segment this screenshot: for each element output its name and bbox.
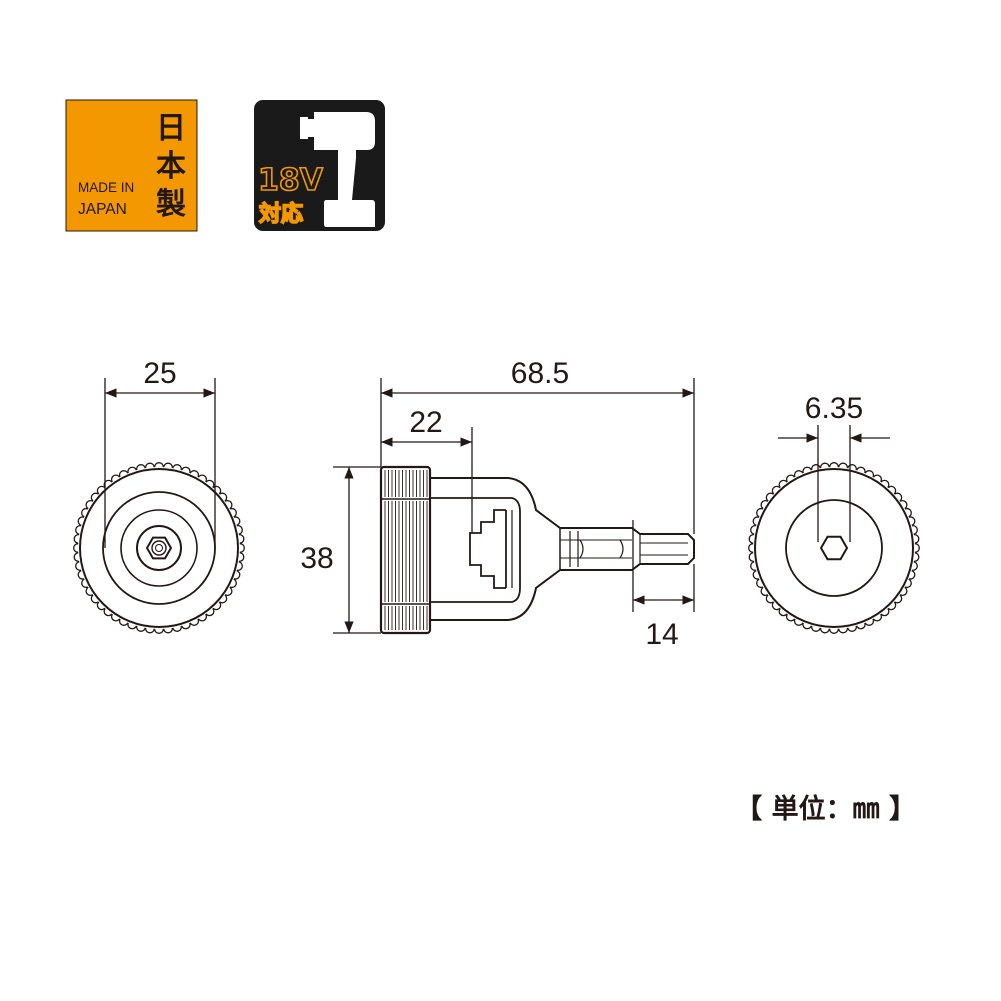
dimension-label-14: 14 (645, 618, 678, 651)
dimension-label-25: 25 (143, 357, 176, 390)
made-in-japan-badge: 日 本 製 MADE IN JAPAN (65, 99, 198, 232)
dimension-overall-length: 68.5 (380, 357, 695, 534)
dimension-label-6-35: 6.35 (805, 392, 863, 425)
front-view (73, 462, 245, 634)
unit-label: 【 単位：㎜ 】 (735, 793, 916, 825)
dimension-label-38: 38 (300, 542, 333, 575)
voltage-badge: 18V 対応 (254, 100, 385, 231)
dimension-label-22: 22 (409, 406, 442, 439)
dimension-front-width: 25 (104, 357, 216, 548)
dimension-chuck-length: 22 (381, 406, 473, 533)
badge-kanji-3: 製 (156, 187, 186, 222)
socket-profile (469, 509, 506, 589)
side-view (379, 465, 695, 635)
badge-japan-text: JAPAN (78, 201, 127, 218)
impact-driver-icon (300, 112, 375, 227)
badge-made-in-text: MADE IN (78, 180, 134, 195)
dimension-hex-size: 6.35 (778, 392, 890, 542)
badge-kanji-2: 本 (156, 149, 186, 184)
badge-kanji-1: 日 (156, 111, 186, 146)
dimension-height: 38 (300, 466, 381, 634)
hex-nut-front (145, 536, 173, 560)
hex-nut-rear (819, 535, 849, 561)
rear-view-knurl (748, 462, 920, 634)
voltage-text: 18V (258, 163, 324, 198)
dimension-label-68-5: 68.5 (511, 357, 569, 390)
rear-view (748, 462, 920, 634)
voltage-support-text: 対応 (259, 201, 303, 227)
dimension-shank-length: 14 (632, 520, 695, 651)
